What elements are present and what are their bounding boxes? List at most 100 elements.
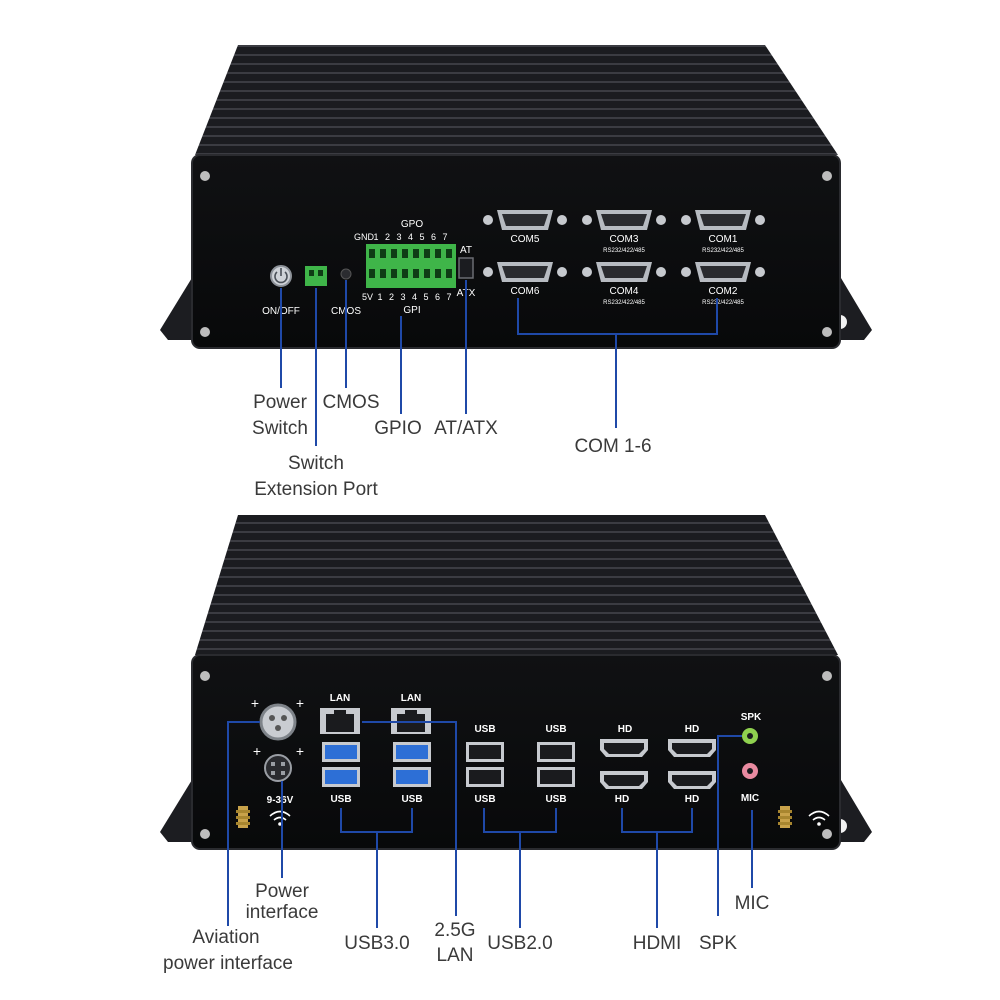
wifi-icon [269,810,291,826]
usb2-port[interactable] [466,767,504,787]
usb2-port[interactable] [537,767,575,787]
callout-power-switch-2: Switch [252,418,308,439]
hdmi-ports [600,739,716,789]
hdmi-port[interactable] [668,739,716,757]
at-atx-switch[interactable] [458,257,474,279]
gpio-slot [391,249,397,258]
com-socket [502,214,548,226]
hdmi-port[interactable] [600,739,648,757]
usb2-port[interactable] [466,742,504,762]
com-port[interactable]: COM5 [483,210,567,245]
gnd-label: GND [354,232,375,242]
corner-screw [822,327,832,337]
usb-label: USB [401,794,422,805]
plus-sign: + [251,695,259,711]
lan-port[interactable] [320,708,360,734]
heatsink-fins [195,515,838,655]
com-screw [681,267,691,277]
antenna-connector-icon[interactable] [236,806,250,828]
com-socket [700,214,746,226]
callout-switch-ext-2: Extension Port [254,479,378,500]
switch-extension-port[interactable] [305,266,327,286]
callout-lan-2: LAN [437,945,474,966]
gpio-terminal-block[interactable] [366,244,456,288]
callout-lan-1: 2.5G [434,920,475,941]
callout-gpio: GPIO [374,418,422,439]
corner-screw [822,171,832,181]
gpio-pin-number: 7 [442,232,447,242]
gpio-slot [446,249,452,258]
com-label: COM3 [610,234,639,245]
usb-tongue [540,745,572,759]
usb-label: USB [545,794,566,805]
com-label: COM5 [511,234,540,245]
usb-label: USB [474,794,495,805]
gpio-slot [435,249,441,258]
com-socket [700,266,746,278]
antenna-connector-icon[interactable] [778,806,792,828]
corner-screw [200,171,210,181]
usb-tongue [469,745,501,759]
usb2-port[interactable] [537,742,575,762]
usb-tongue [325,770,357,784]
gpio-slot [446,269,452,278]
front-panel [191,654,841,850]
usb3-port[interactable] [393,767,431,787]
gpio-slot [402,249,408,258]
com-screw [483,215,493,225]
spk-jack-hole [747,733,753,739]
callout-switch-ext-1: Switch [288,453,344,474]
corner-screw [822,829,832,839]
gpio-slot [424,269,430,278]
callout-mic: MIC [735,893,770,914]
com-mode-label: RS232/422/485 [702,248,744,254]
gpio-slot [413,269,419,278]
com-label: COM6 [511,286,540,297]
com-label: COM4 [610,286,639,297]
terminal-slot [309,270,314,276]
usb-label: USB [474,724,495,735]
com-label: COM2 [709,286,738,297]
dc-pin [271,771,275,775]
gpio-pin-number: 5 [419,232,424,242]
usb3-port[interactable] [322,742,360,762]
gpio-slot [380,249,386,258]
callout-spk: SPK [699,933,737,954]
usb-tongue [396,745,428,759]
gpio-slot [369,269,375,278]
com-port[interactable]: COM6 [483,262,567,297]
com-screw [582,267,592,277]
dc-power-jack[interactable] [264,754,292,782]
com-socket [601,266,647,278]
callout-usb2: USB2.0 [487,933,552,954]
usb3-ports [322,742,431,787]
hdmi-port[interactable] [600,771,648,789]
leader-spk [717,735,742,916]
usb-label: USB [545,724,566,735]
hdmi-port[interactable] [668,771,716,789]
lan-label: LAN [401,693,422,704]
callout-hdmi: HDMI [633,933,682,954]
gpio-pin-number: 6 [435,292,440,302]
usb3-port[interactable] [393,742,431,762]
gpio-slot [413,249,419,258]
com-mode-label: RS232/422/485 [603,248,645,254]
aviation-power-connector[interactable] [259,703,297,741]
corner-screw [822,671,832,681]
usb-tongue [469,770,501,784]
usb-tongue [396,770,428,784]
hd-label: HD [618,724,632,735]
usb3-port[interactable] [322,767,360,787]
gpio-pin-number: 2 [389,292,394,302]
plus-sign: + [296,695,304,711]
mic-jack-hole [747,768,753,774]
cmos-button[interactable] [340,268,352,280]
terminal-slot [318,270,323,276]
usb2-ports [466,742,575,787]
